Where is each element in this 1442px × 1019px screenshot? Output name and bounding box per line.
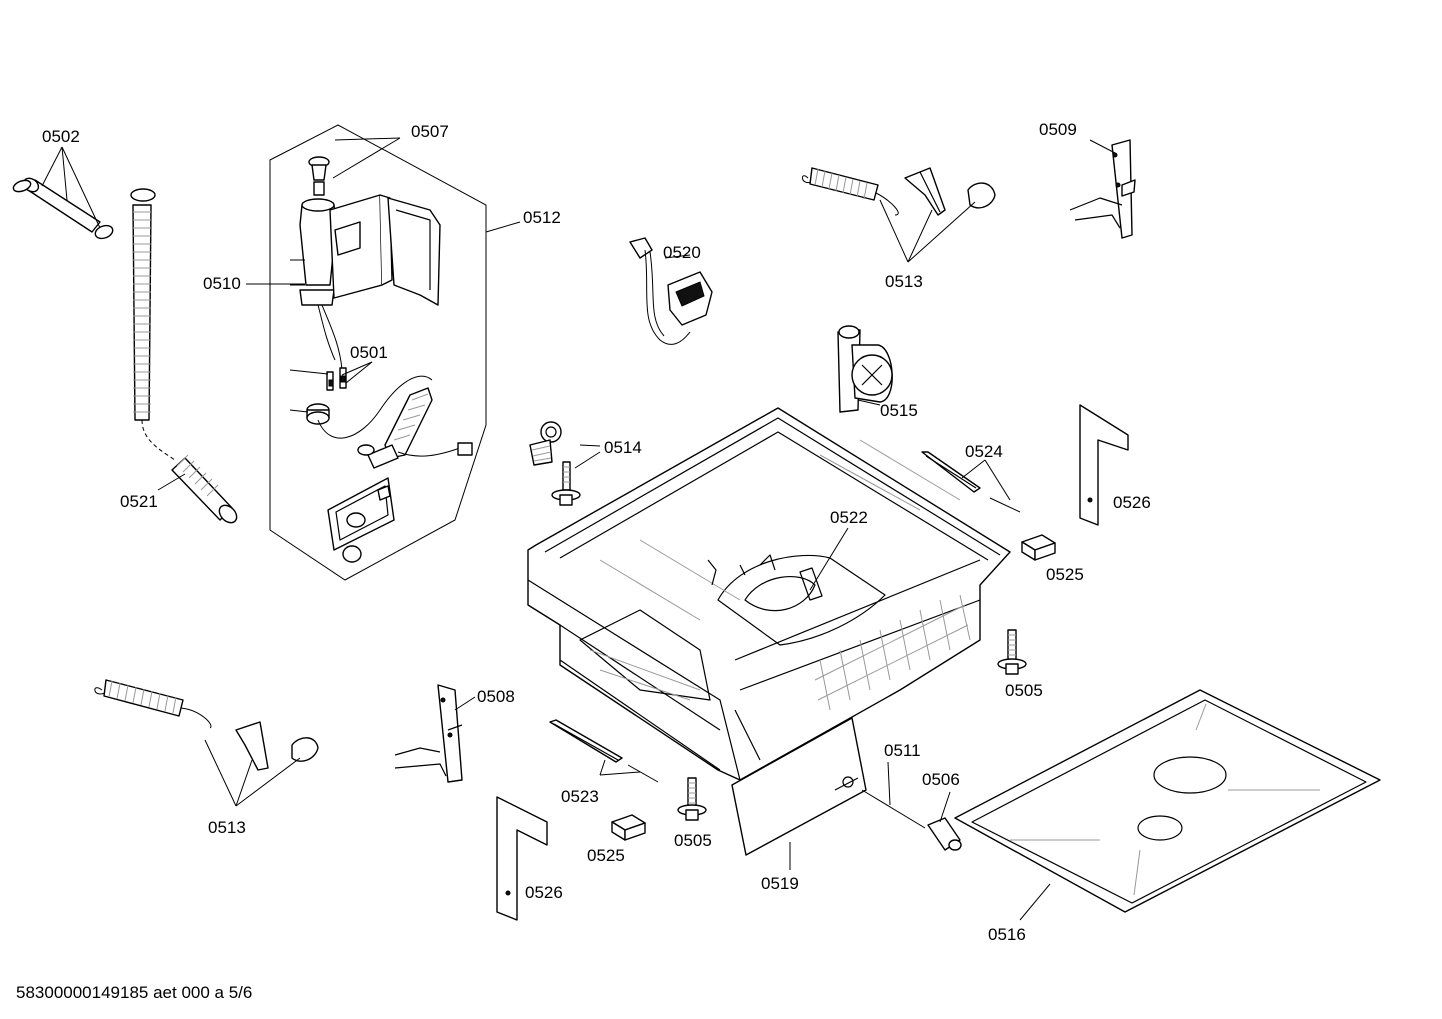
- part-0521-corrugated-hose: [130, 188, 238, 524]
- label-0507: 0507: [411, 122, 449, 141]
- label-0508: 0508: [477, 687, 515, 706]
- label-0511: 0511: [884, 741, 921, 760]
- part-inlet-hose: [317, 375, 473, 469]
- label-0521: 0521: [120, 492, 158, 511]
- label-0515: 0515: [880, 401, 918, 420]
- part-0506-connector: [861, 789, 962, 851]
- part-0512-group-outline: [269, 124, 521, 581]
- part-0501-sensors: [289, 361, 373, 425]
- label-0512: 0512: [523, 208, 561, 227]
- part-sensor-bracket: [327, 477, 395, 563]
- label-0509: 0509: [1039, 120, 1077, 139]
- label-0514: 0514: [604, 438, 642, 457]
- part-0519-kick-plate: [731, 717, 891, 870]
- part-0510-valve-assembly: [246, 137, 441, 371]
- label-0505-right: 0505: [1005, 681, 1043, 700]
- part-0526-right-plate: [1079, 404, 1129, 526]
- label-0524: 0524: [965, 442, 1003, 461]
- part-0505-right-screw: [997, 629, 1027, 675]
- label-0502: 0502: [42, 127, 80, 146]
- part-0502-drain-pipe: [12, 146, 114, 240]
- part-0513-bottom-spring: [94, 679, 319, 807]
- label-0513-top: 0513: [885, 272, 923, 291]
- part-0505-bottom-screw: [677, 777, 707, 821]
- part-0516-base-plate: [954, 689, 1381, 921]
- label-0519: 0519: [761, 874, 799, 893]
- part-0514-gear-screw: [529, 421, 601, 506]
- part-0523-rail: [549, 719, 659, 783]
- label-0523: 0523: [561, 787, 599, 806]
- label-0526-right: 0526: [1113, 493, 1151, 512]
- label-0516: 0516: [988, 925, 1026, 944]
- label-0510: 0510: [203, 274, 241, 293]
- part-0520-wiring-pump: [629, 237, 713, 345]
- label-0501: 0501: [350, 343, 388, 362]
- part-labels: 0502 0507 0512 0510 0501 0521 0520 0513 …: [42, 120, 1151, 944]
- part-0515-drain-pump: [837, 325, 893, 413]
- label-0522: 0522: [830, 508, 868, 527]
- part-0524-rail: [921, 451, 1021, 513]
- label-0505-bottom: 0505: [674, 831, 712, 850]
- part-0513-top-spring: [802, 167, 996, 263]
- label-0506: 0506: [922, 770, 960, 789]
- label-0520: 0520: [663, 243, 701, 262]
- label-0525-right: 0525: [1046, 565, 1084, 584]
- part-0525-right-block: [1021, 534, 1056, 561]
- part-0509-bracket: [1069, 139, 1136, 239]
- drawing-number-footer: 58300000149185 aet 000 a 5/6: [16, 983, 252, 1002]
- part-0508-bracket: [394, 684, 476, 783]
- label-0513-bottom: 0513: [208, 818, 246, 837]
- label-0525-bottom: 0525: [587, 846, 625, 865]
- part-0525-bottom-block: [611, 814, 646, 841]
- part-0526-bottom-plate: [496, 796, 548, 921]
- label-0526-bottom: 0526: [525, 883, 563, 902]
